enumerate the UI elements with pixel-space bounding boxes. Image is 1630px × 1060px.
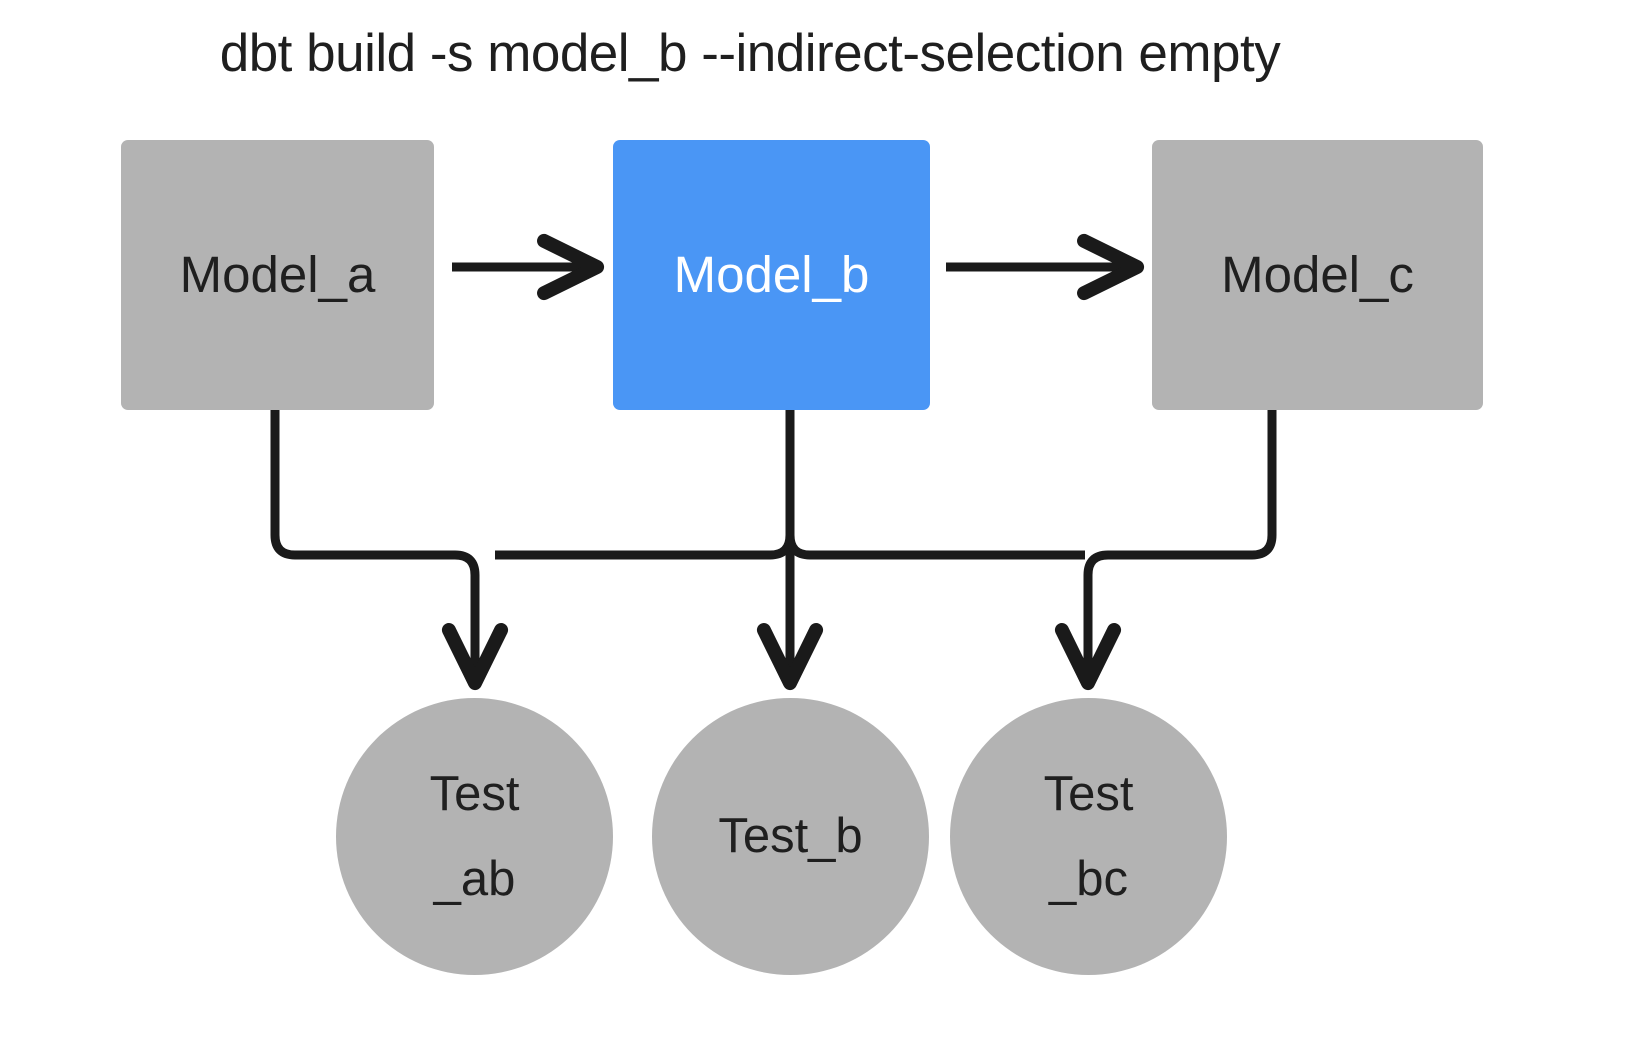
diagram-title: dbt build -s model_b --indirect-selectio…	[219, 24, 1281, 83]
node-test-b[interactable]: Test_b	[652, 698, 929, 975]
edge-model-b-to-test-ab	[495, 534, 795, 560]
node-model-b[interactable]: Model_b	[613, 140, 930, 410]
node-model-a[interactable]: Model_a	[121, 140, 434, 410]
node-test-ab[interactable]: Test _ab	[336, 698, 613, 975]
edge-model-c-to-test-bc	[1054, 410, 1277, 691]
node-model-c-label: Model_c	[1221, 245, 1414, 303]
node-test-b-label: Test_b	[718, 808, 863, 863]
node-test-bc-label: Test _bc	[1043, 767, 1134, 906]
node-model-a-label: Model_a	[179, 245, 376, 303]
edge-model-b-to-test-bc	[785, 534, 1085, 560]
node-test-ab-label: Test _ab	[429, 767, 520, 906]
node-model-c[interactable]: Model_c	[1152, 140, 1483, 410]
node-model-b-label: Model_b	[673, 245, 870, 303]
node-test-bc[interactable]: Test _bc	[950, 698, 1227, 975]
edge-model-a-to-test-ab	[270, 410, 509, 691]
